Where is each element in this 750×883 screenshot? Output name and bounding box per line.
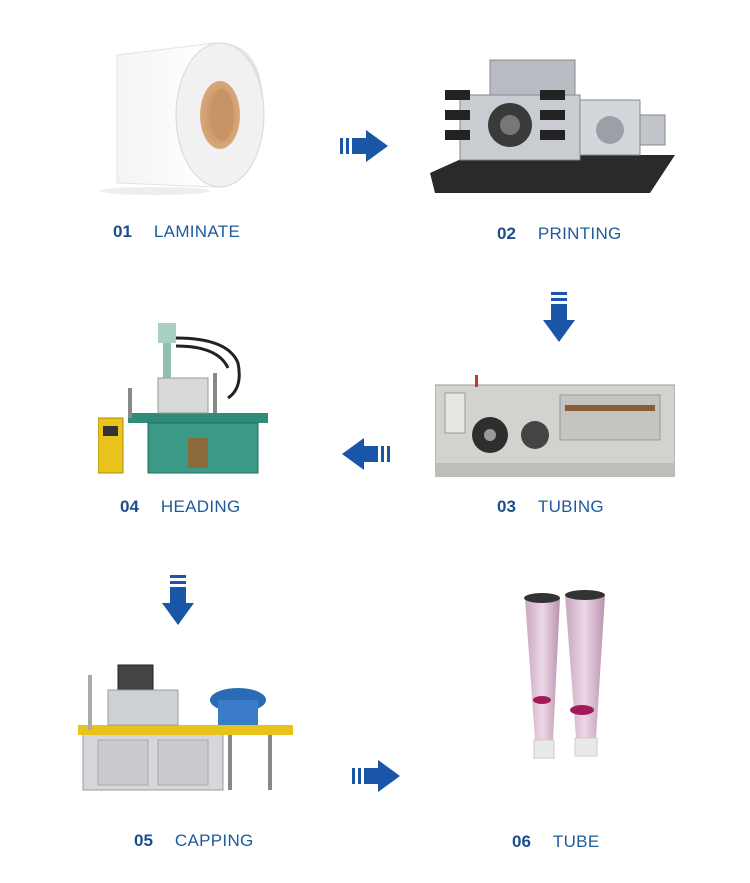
step-name: HEADING (161, 497, 241, 516)
step-name: CAPPING (175, 831, 254, 850)
step-capping-label: 05 CAPPING (134, 831, 254, 851)
step-name: TUBE (553, 832, 600, 851)
step-number: 01 (113, 222, 132, 241)
step-heading-label: 04 HEADING (120, 497, 240, 517)
arrow-down-icon (543, 292, 575, 344)
step-name: TUBING (538, 497, 604, 516)
step-number: 03 (497, 497, 516, 516)
step-number: 06 (512, 832, 531, 851)
step-laminate-image (95, 35, 270, 195)
step-name: PRINTING (538, 224, 622, 243)
step-printing-image (430, 55, 675, 200)
arrow-right-icon (352, 760, 402, 792)
step-number: 05 (134, 831, 153, 850)
step-heading-image (98, 318, 268, 478)
step-name: LAMINATE (154, 222, 240, 241)
step-laminate-label: 01 LAMINATE (113, 222, 240, 242)
step-printing-label: 02 PRINTING (497, 224, 622, 244)
arrow-right-icon (340, 130, 390, 162)
step-tube-image (520, 590, 615, 765)
step-number: 02 (497, 224, 516, 243)
arrow-left-icon (342, 438, 392, 470)
step-tube-label: 06 TUBE (512, 832, 599, 852)
step-tubing-image (435, 375, 675, 480)
step-number: 04 (120, 497, 139, 516)
step-tubing-label: 03 TUBING (497, 497, 604, 517)
arrow-down-icon (162, 575, 194, 627)
step-capping-image (78, 655, 298, 805)
